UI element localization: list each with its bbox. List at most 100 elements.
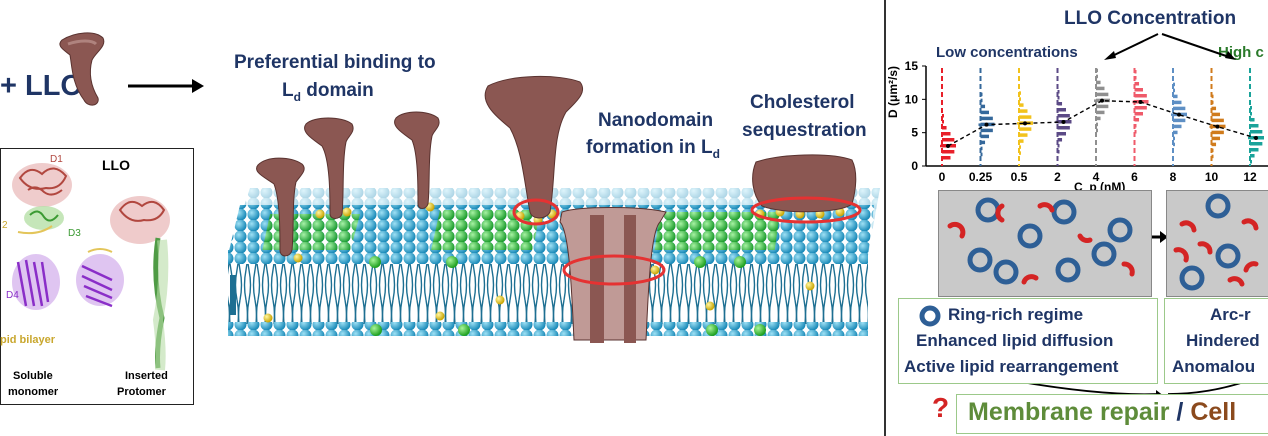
chart-histogram-bar — [1019, 109, 1028, 113]
chart-point — [1138, 100, 1143, 104]
structure-title: LLO — [102, 157, 130, 173]
panel-divider — [884, 0, 886, 436]
chart-histogram-bar — [1134, 94, 1147, 98]
chart-histogram-bar — [1173, 94, 1178, 99]
llo-monomer-shape — [59, 32, 105, 106]
chart-histogram-bar — [1134, 124, 1137, 128]
chart-histogram-bar — [1173, 100, 1182, 105]
ld-domain-2 — [430, 210, 540, 255]
plus-llo-label: + LLO — [0, 70, 83, 102]
chart-histogram-bar — [1173, 142, 1175, 147]
chart-histogram-bar — [1019, 115, 1032, 119]
arc-regime-line-1: Arc-r — [1210, 305, 1251, 324]
low-concentration-label: Low concentrations — [936, 44, 1078, 61]
chart-histogram-bar — [1211, 112, 1220, 117]
ring-pore — [562, 254, 666, 286]
chart-y-tick-label: 0 — [911, 159, 918, 173]
chart-histogram-bar — [980, 152, 983, 157]
chart-histogram-bar — [1173, 88, 1175, 93]
chart-histogram-bar — [942, 138, 955, 142]
chart-histogram-bar — [1057, 150, 1060, 154]
chart-histogram-bar — [942, 126, 947, 130]
concentration-title: LLO Concentration — [1064, 8, 1237, 29]
chart-trend-line — [947, 99, 1257, 147]
chart-histogram-bar — [980, 104, 986, 109]
chart-histogram-bar — [980, 134, 989, 139]
chart-histogram-bar — [942, 120, 944, 124]
chart-histogram-bar — [1057, 114, 1070, 118]
ring-regime-box — [898, 298, 1158, 384]
chart-point — [1023, 121, 1027, 126]
chart-histogram-bar — [1211, 100, 1214, 105]
chart-histogram-bar — [1250, 154, 1255, 158]
chart-y-tick-label: 5 — [911, 126, 918, 140]
chart-histogram-bar — [1096, 104, 1109, 109]
chart-histogram-bar — [1096, 80, 1101, 85]
chart-x-tick-label: 8 — [1170, 170, 1177, 184]
chart-histogram-bar — [1250, 160, 1252, 164]
chart-histogram-bar — [1057, 102, 1063, 106]
chart-x-tick-label: 0.5 — [1011, 170, 1028, 184]
chart-point — [984, 122, 989, 127]
chart-histogram-bar — [1134, 130, 1137, 134]
chart-histogram-bar — [1134, 112, 1143, 116]
chart-histogram-bar — [1096, 86, 1105, 91]
chart-point — [1215, 124, 1220, 129]
llo-binding-proteins — [256, 75, 857, 257]
chart-histogram-bar — [1173, 82, 1175, 87]
chart-point — [1100, 98, 1104, 103]
chart-histogram-bar — [1057, 96, 1060, 100]
cholesterol-label-2: sequestration — [742, 120, 867, 141]
chart-x-tick-label: 0 — [939, 170, 946, 184]
chart-x-tick-label: 0.25 — [969, 170, 993, 184]
chart-y-tick-label: 10 — [905, 92, 919, 106]
chart-histogram-bar — [1096, 92, 1109, 97]
domain-d4-label: D4 — [6, 290, 19, 301]
chart-histogram-bar — [1019, 127, 1032, 131]
chart-histogram-bar — [1250, 148, 1259, 152]
chart-histogram-bar — [1173, 118, 1186, 123]
chart-histogram-bar — [1211, 148, 1214, 153]
domain-d1-label: D1 — [50, 154, 63, 165]
chart-histogram-bar — [942, 132, 951, 136]
arc-regime-line-3: Anomalou — [1172, 357, 1256, 376]
arc-regime-box — [1164, 298, 1268, 384]
chart-histogram-bar — [1173, 130, 1178, 135]
ld-domain-3 — [654, 212, 780, 255]
chart-histogram-bar — [1057, 90, 1060, 94]
chart-histogram-bar — [1057, 138, 1063, 142]
chart-histogram-bar — [1134, 118, 1140, 122]
chart-histogram-bar — [1250, 130, 1263, 134]
chart-histogram-bar — [1019, 97, 1021, 101]
chart-histogram-bar — [1250, 118, 1255, 122]
chart-histogram-bar — [1057, 126, 1070, 130]
chart-histogram-bar — [1019, 103, 1024, 107]
chart-histogram-bar — [1019, 91, 1021, 95]
chart-histogram-bar — [980, 146, 983, 151]
chart-histogram-bar — [1134, 70, 1137, 74]
chart-histogram-bar — [1134, 106, 1147, 110]
chart-histogram-bar — [980, 92, 983, 97]
chart-histogram-bar — [1057, 144, 1060, 148]
chart-histogram-bar — [1211, 106, 1217, 111]
chart-histogram-bar — [980, 110, 989, 115]
chart-y-tick-label: 15 — [905, 59, 919, 73]
chart-histogram-bar — [942, 150, 955, 154]
chart-histogram-bar — [1211, 142, 1217, 147]
chart-histogram-bar — [1250, 142, 1263, 146]
domain-d3-label: D3 — [68, 228, 81, 239]
chart-histogram-bar — [980, 128, 993, 133]
inserted-label-2: Protomer — [117, 386, 166, 398]
chart-histogram-bar — [1211, 136, 1220, 141]
chart-histogram-bar — [942, 156, 951, 160]
chart-histogram-bar — [1250, 106, 1252, 110]
binding-label-2: Ld domain — [282, 80, 374, 104]
chart-x-tick-label: 6 — [1131, 170, 1138, 184]
chart-histogram-bar — [1096, 74, 1098, 79]
chart-histogram-bar — [980, 98, 983, 103]
chart-histogram-bar — [1250, 124, 1259, 128]
chart-x-tick-label: 10 — [1205, 170, 1219, 184]
chart-histogram-bar — [1211, 94, 1214, 99]
